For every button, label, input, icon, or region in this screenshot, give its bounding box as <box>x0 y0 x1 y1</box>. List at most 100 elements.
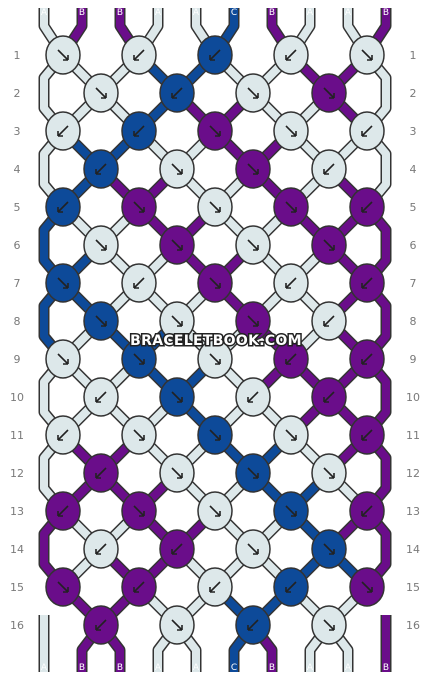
knot <box>311 453 347 493</box>
arrow-head <box>57 435 63 441</box>
arrow-head <box>209 587 215 593</box>
row-number-left: 5 <box>14 201 21 214</box>
arrow-down-left-icon <box>285 353 297 365</box>
row-number-left: 1 <box>14 49 21 62</box>
arrow-head <box>291 435 297 441</box>
knot <box>45 567 81 607</box>
arrow-down-left-icon <box>361 201 373 213</box>
arrow-head <box>253 549 259 555</box>
arrow-down-right-icon <box>247 543 259 555</box>
row-number-left: 2 <box>14 87 21 100</box>
arrow-down-right-icon <box>171 315 183 327</box>
knot <box>273 187 309 227</box>
arrow-head <box>57 207 63 213</box>
knot <box>121 263 157 303</box>
knot <box>197 187 233 227</box>
arrow-head <box>291 511 297 517</box>
arrow-down-left-icon <box>57 201 69 213</box>
arrow-down-right-icon <box>323 239 335 251</box>
knot <box>273 263 309 303</box>
arrow-head <box>101 245 107 251</box>
arrow-down-left-icon <box>361 277 373 289</box>
arrow-down-right-icon <box>133 429 145 441</box>
arrow-head <box>329 549 335 555</box>
knot <box>349 35 385 75</box>
strand-label: B <box>269 8 275 18</box>
arrow-down-right-icon <box>209 429 221 441</box>
strand-label: A <box>193 8 200 18</box>
knot <box>83 605 119 645</box>
arrow-head <box>367 587 373 593</box>
arrow-down-right-icon <box>171 619 183 631</box>
arrow-head <box>171 93 177 99</box>
row-number-right: 6 <box>410 239 417 252</box>
arrow-head <box>215 283 221 289</box>
knot <box>311 605 347 645</box>
arrow-head <box>95 473 101 479</box>
knot <box>235 529 271 569</box>
strand-label: A <box>345 663 352 673</box>
arrow-head <box>329 625 335 631</box>
row-number-right: 14 <box>406 543 420 556</box>
row-number-right: 10 <box>406 391 420 404</box>
knot <box>273 339 309 379</box>
arrow-down-left-icon <box>209 581 221 593</box>
arrow-down-left-icon <box>95 619 107 631</box>
knot <box>235 301 271 341</box>
arrow-down-right-icon <box>171 467 183 479</box>
knot <box>45 111 81 151</box>
arrow-head <box>101 321 107 327</box>
row-number-right: 11 <box>406 429 420 442</box>
knot <box>83 301 119 341</box>
arrow-head <box>253 169 259 175</box>
row-number-left: 11 <box>10 429 24 442</box>
arrow-head <box>133 55 139 61</box>
strand-label: B <box>383 8 389 18</box>
knot <box>121 35 157 75</box>
row-number-right: 13 <box>406 505 420 518</box>
knot <box>349 187 385 227</box>
knot <box>159 377 195 417</box>
arrow-down-left-icon <box>361 429 373 441</box>
arrow-head <box>177 169 183 175</box>
knot <box>349 567 385 607</box>
arrow-head <box>361 131 367 137</box>
arrow-down-right-icon <box>247 315 259 327</box>
arrow-head <box>361 435 367 441</box>
row-number-right: 8 <box>410 315 417 328</box>
strand-label: B <box>117 663 123 673</box>
knot <box>349 263 385 303</box>
knot <box>349 415 385 455</box>
arrow-head <box>63 55 69 61</box>
row-number-left: 6 <box>14 239 21 252</box>
strand-label: B <box>117 8 123 18</box>
knot <box>83 225 119 265</box>
arrow-down-right-icon <box>57 277 69 289</box>
strand-label: B <box>383 663 389 673</box>
knot <box>121 111 157 151</box>
arrow-head <box>171 549 177 555</box>
arrow-down-left-icon <box>133 277 145 289</box>
knot <box>197 567 233 607</box>
arrow-head <box>253 321 259 327</box>
arrow-head <box>63 587 69 593</box>
arrow-head <box>133 131 139 137</box>
arrow-down-right-icon <box>95 87 107 99</box>
arrow-down-right-icon <box>285 201 297 213</box>
arrow-head <box>329 93 335 99</box>
arrow-head <box>95 549 101 555</box>
knot <box>235 73 271 113</box>
strand-label: A <box>307 663 314 673</box>
arrow-head <box>215 435 221 441</box>
arrow-down-left-icon <box>209 49 221 61</box>
row-number-left: 13 <box>10 505 24 518</box>
arrow-down-left-icon <box>95 543 107 555</box>
knot <box>45 339 81 379</box>
row-number-left: 16 <box>10 619 24 632</box>
arrow-head <box>285 55 291 61</box>
row-number-right: 16 <box>406 619 420 632</box>
knot <box>45 35 81 75</box>
arrow-down-left-icon <box>361 505 373 517</box>
arrow-down-left-icon <box>361 125 373 137</box>
